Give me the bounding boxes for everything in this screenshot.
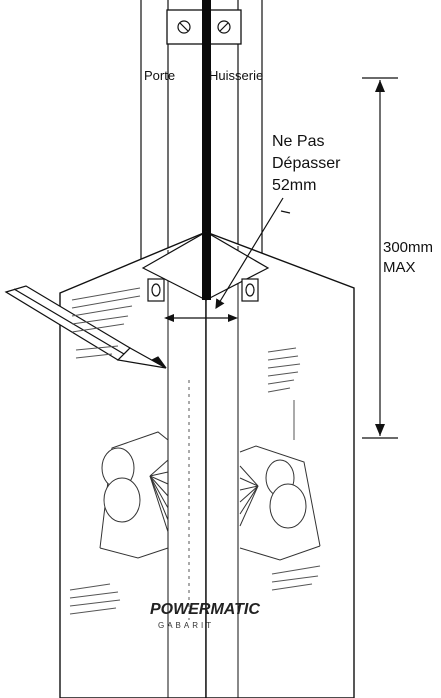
pencil-icon	[4, 285, 167, 369]
height-label-line2: MAX	[383, 259, 416, 276]
height-label-line1: 300mm	[383, 239, 433, 256]
right-radial-diagram	[239, 445, 321, 561]
svg-text:GABARIT: GABARIT	[158, 621, 214, 630]
limit-label-line2: Dépasser	[272, 155, 341, 172]
template-print-marks	[69, 287, 321, 620]
porte-label: Porte	[144, 68, 175, 83]
powermatic-logo: POWERMATIC GABARIT	[150, 601, 260, 630]
huisserie-label: Huisserie	[209, 68, 263, 83]
limit-label-line3: 52mm	[272, 177, 316, 194]
height-dimension	[362, 77, 398, 439]
svg-text:POWERMATIC: POWERMATIC	[150, 601, 260, 618]
width-measure-arrow	[164, 314, 238, 322]
left-radial-diagram	[99, 431, 169, 559]
limit-leader	[215, 197, 284, 310]
limit-label-line1: Ne Pas	[272, 133, 324, 150]
